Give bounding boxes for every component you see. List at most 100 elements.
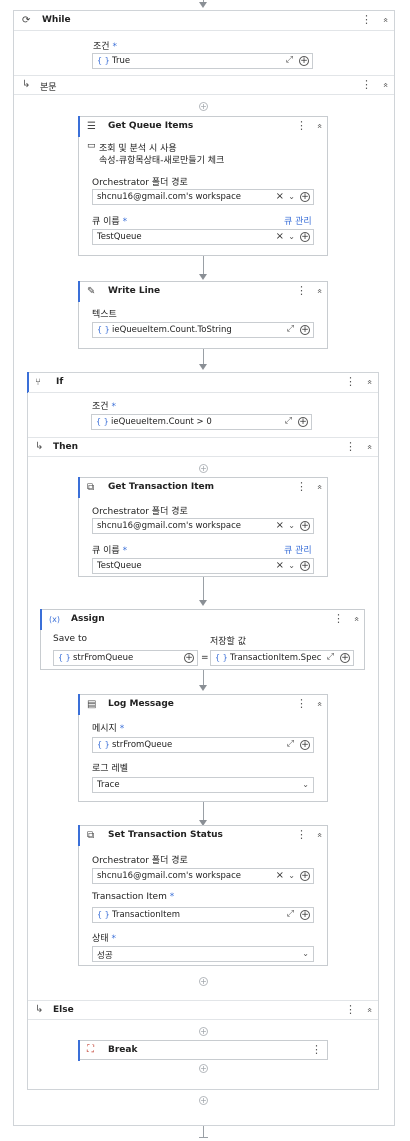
expand-icon[interactable]: ⤢ [286, 324, 294, 334]
gqi-folder-label: Orchestrator 폴더 경로 [92, 178, 188, 188]
add-activity-icon[interactable]: + [199, 1096, 208, 1105]
dropdown-chevron-icon[interactable]: ⌄ [302, 949, 309, 958]
sts-status-label: 상태 * [92, 934, 116, 944]
expand-icon[interactable]: ⤢ [285, 55, 293, 65]
dropdown-chevron-icon[interactable]: ⌄ [288, 561, 295, 570]
log-collapse-icon[interactable]: « [314, 701, 325, 707]
log-level-select[interactable]: Trace ⌄ [92, 777, 314, 793]
add-activity-icon[interactable]: + [199, 464, 208, 473]
log-message-header[interactable]: ▤ Log Message ⋮ « [79, 695, 327, 715]
log-msg-field[interactable]: { } strFromQueue ⤢ + [92, 737, 314, 753]
plus-circle-icon[interactable]: + [300, 232, 310, 242]
log-kebab-icon[interactable]: ⋮ [296, 697, 307, 710]
sts-kebab-icon[interactable]: ⋮ [296, 828, 307, 841]
else-section[interactable]: ↳ Else ⋮ « [28, 1000, 378, 1020]
sts-status-select[interactable]: 성공 ⌄ [92, 946, 314, 962]
plus-circle-icon[interactable]: + [300, 561, 310, 571]
get-queue-items-activity[interactable]: ☰ Get Queue Items ⋮ « ▭ 조회 및 분석 시 사용 속성-… [78, 116, 328, 256]
else-kebab-icon[interactable]: ⋮ [345, 1003, 356, 1016]
wl-kebab-icon[interactable]: ⋮ [296, 284, 307, 297]
sts-collapse-icon[interactable]: « [314, 832, 325, 838]
assign-collapse-icon[interactable]: « [351, 616, 362, 622]
break-kebab-icon[interactable]: ⋮ [311, 1043, 322, 1056]
plus-circle-icon[interactable]: + [300, 910, 310, 920]
plus-circle-icon[interactable]: + [298, 417, 308, 427]
then-section[interactable]: ↳ Then ⋮ « [28, 437, 378, 457]
dropdown-chevron-icon[interactable]: ⌄ [302, 780, 309, 789]
wl-text-field[interactable]: { } ieQueueItem.Count.ToString ⤢ + [92, 322, 314, 338]
gti-folder-field[interactable]: shcnu16@gmail.com's workspace × ⌄ + [92, 518, 314, 534]
clear-icon[interactable]: × [275, 520, 284, 531]
if-collapse-icon[interactable]: « [364, 379, 375, 385]
assign-kebab-icon[interactable]: ⋮ [333, 612, 344, 625]
assign-activity[interactable]: (x) Assign ⋮ « Save to 저장할 값 { } strFrom… [40, 609, 365, 670]
else-collapse-icon[interactable]: « [364, 1007, 375, 1013]
card-accent [27, 372, 29, 393]
gqi-manage-queue-link[interactable]: 큐 관리 [284, 217, 312, 227]
gti-collapse-icon[interactable]: « [314, 484, 325, 490]
get-transaction-item-activity[interactable]: ⧉ Get Transaction Item ⋮ « Orchestrator … [78, 477, 328, 577]
add-activity-icon[interactable]: + [199, 1064, 208, 1073]
plus-circle-icon[interactable]: + [300, 325, 310, 335]
sts-folder-field[interactable]: shcnu16@gmail.com's workspace × ⌄ + [92, 868, 314, 884]
gqi-queue-field[interactable]: TestQueue × ⌄ + [92, 229, 314, 245]
plus-circle-icon[interactable]: + [300, 192, 310, 202]
plus-circle-icon[interactable]: + [300, 871, 310, 881]
while-body-section[interactable]: ↳ 본문 ⋮ « [14, 75, 394, 95]
expand-icon[interactable]: ⤢ [284, 416, 292, 426]
while-condition-field[interactable]: { } True ⤢ + [92, 53, 313, 69]
then-collapse-icon[interactable]: « [364, 444, 375, 450]
dropdown-chevron-icon[interactable]: ⌄ [288, 232, 295, 241]
plus-circle-icon[interactable]: + [340, 653, 350, 663]
gqi-folder-field[interactable]: shcnu16@gmail.com's workspace × ⌄ + [92, 189, 314, 205]
wl-collapse-icon[interactable]: « [314, 288, 325, 294]
dropdown-chevron-icon[interactable]: ⌄ [288, 871, 295, 880]
then-kebab-icon[interactable]: ⋮ [345, 440, 356, 453]
dropdown-chevron-icon[interactable]: ⌄ [288, 521, 295, 530]
assign-header[interactable]: (x) Assign ⋮ « [41, 610, 364, 630]
break-title: Break [108, 1045, 138, 1055]
expand-icon[interactable]: ⤢ [286, 739, 294, 749]
gqi-collapse-icon[interactable]: « [314, 123, 325, 129]
if-header[interactable]: ⑂ If ⋮ « [28, 373, 378, 393]
assign-value-field[interactable]: { } TransactionItem.Speci ⤢ + [210, 650, 354, 666]
assign-save-field[interactable]: { } strFromQueue + [53, 650, 198, 666]
sts-item-field[interactable]: { } TransactionItem ⤢ + [92, 907, 314, 923]
plus-circle-icon[interactable]: + [299, 56, 309, 66]
if-kebab-icon[interactable]: ⋮ [345, 375, 356, 388]
log-message-activity[interactable]: ▤ Log Message ⋮ « 메시지 * { } strFromQueue… [78, 694, 328, 802]
get-transaction-item-header[interactable]: ⧉ Get Transaction Item ⋮ « [79, 478, 327, 498]
expression-icon: { } [58, 653, 71, 662]
while-kebab-icon[interactable]: ⋮ [361, 13, 372, 26]
plus-circle-icon[interactable]: + [184, 653, 194, 663]
body-collapse-icon[interactable]: « [380, 82, 391, 88]
gti-kebab-icon[interactable]: ⋮ [296, 480, 307, 493]
body-title: 본문 [40, 83, 57, 93]
add-activity-icon[interactable]: + [199, 1027, 208, 1036]
while-collapse-icon[interactable]: « [380, 17, 391, 23]
expand-icon[interactable]: ⤢ [326, 652, 334, 662]
plus-circle-icon[interactable]: + [300, 521, 310, 531]
expand-icon[interactable]: ⤢ [286, 909, 294, 919]
if-condition-field[interactable]: { } ieQueueItem.Count > 0 ⤢ + [91, 414, 312, 430]
clear-icon[interactable]: × [275, 560, 284, 571]
gti-queue-field[interactable]: TestQueue × ⌄ + [92, 558, 314, 574]
body-kebab-icon[interactable]: ⋮ [361, 78, 372, 91]
plus-circle-icon[interactable]: + [300, 740, 310, 750]
gti-manage-queue-link[interactable]: 큐 관리 [284, 546, 312, 556]
clear-icon[interactable]: × [275, 870, 284, 881]
add-activity-icon[interactable]: + [199, 977, 208, 986]
set-transaction-status-activity[interactable]: ⧉ Set Transaction Status ⋮ « Orchestrato… [78, 825, 328, 966]
clear-icon[interactable]: × [275, 191, 284, 202]
break-activity[interactable]: ⛶ Break ⋮ [78, 1040, 328, 1061]
write-line-header[interactable]: ✎ Write Line ⋮ « [79, 282, 327, 302]
write-line-activity[interactable]: ✎ Write Line ⋮ « 텍스트 { } ieQueueItem.Cou… [78, 281, 328, 349]
dropdown-chevron-icon[interactable]: ⌄ [288, 192, 295, 201]
while-header[interactable]: ⟳ While ⋮ « [14, 11, 394, 31]
get-queue-items-header[interactable]: ☰ Get Queue Items ⋮ « [79, 117, 327, 137]
write-line-title: Write Line [108, 286, 161, 296]
set-transaction-status-header[interactable]: ⧉ Set Transaction Status ⋮ « [79, 826, 327, 846]
gqi-kebab-icon[interactable]: ⋮ [296, 119, 307, 132]
clear-icon[interactable]: × [275, 231, 284, 242]
add-activity-icon[interactable]: + [199, 102, 208, 111]
